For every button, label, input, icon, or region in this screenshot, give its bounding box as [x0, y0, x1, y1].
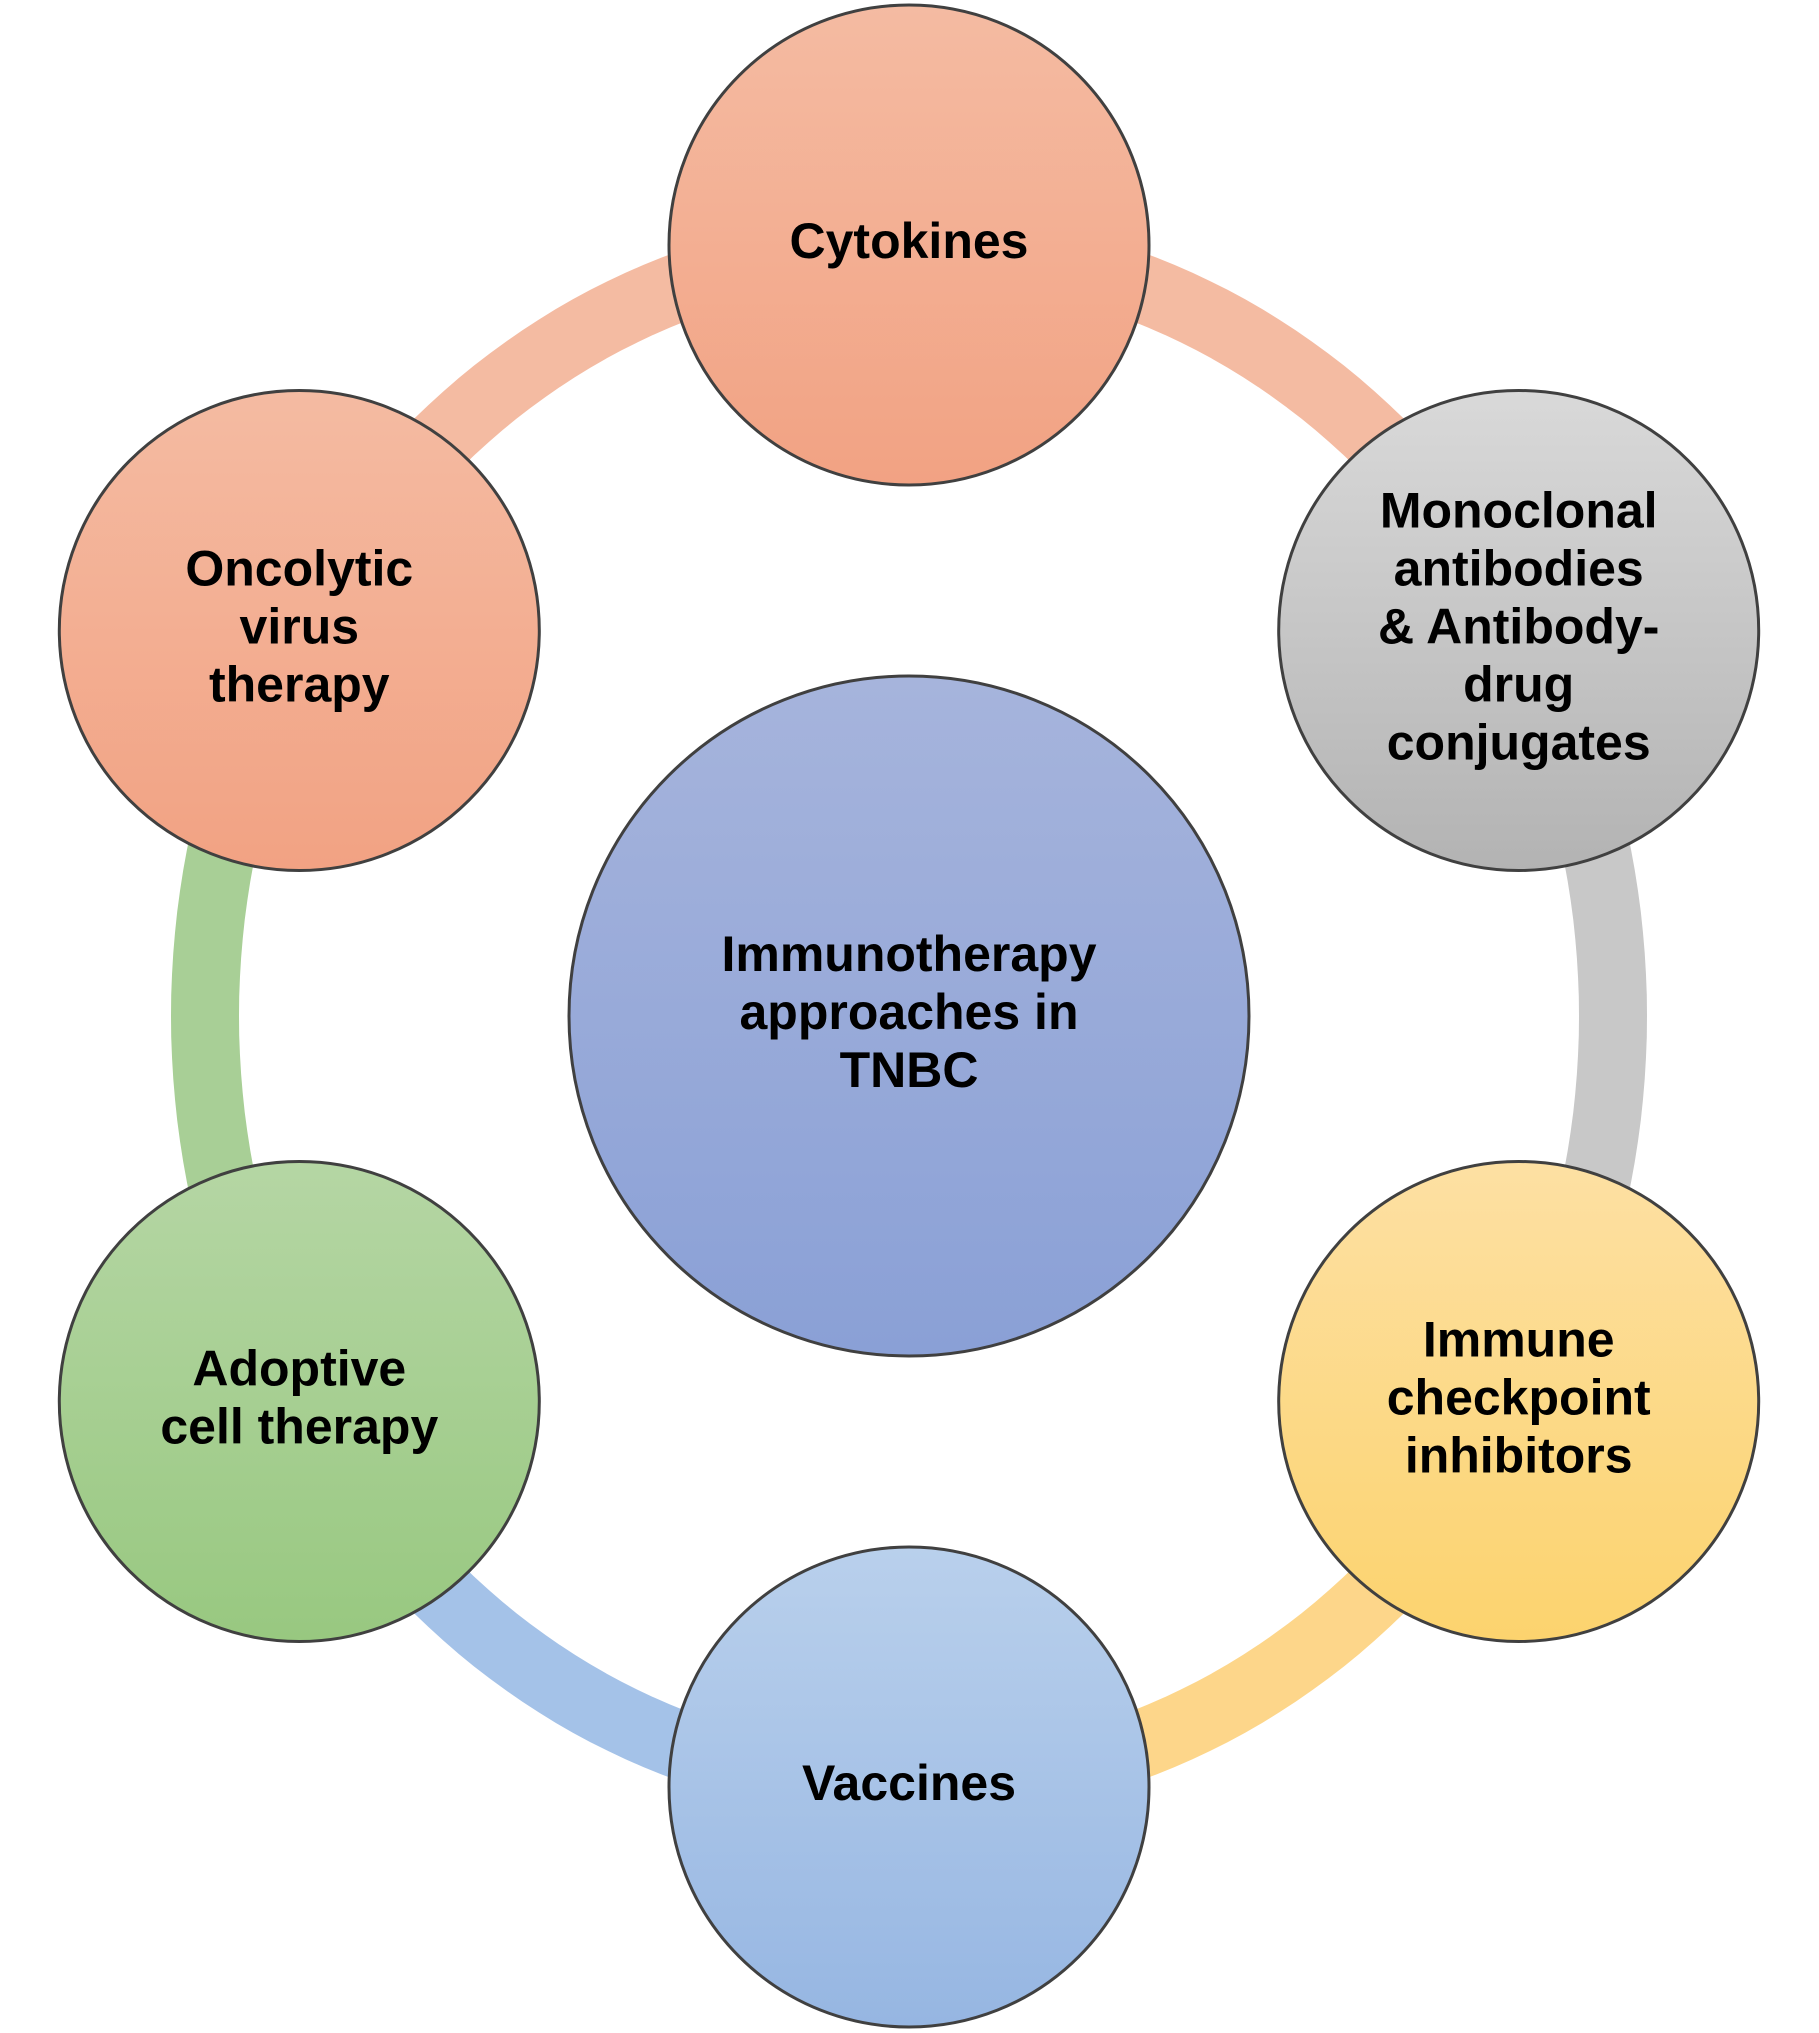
oncolytic-virus-therapy-circle [57, 389, 541, 872]
monoclonal-antibodies-label-line-1: Monoclonal [1380, 483, 1658, 539]
node-cytokines: Cytokines [667, 3, 1151, 487]
immune-checkpoint-inhibitors-label-line-1: Immune [1423, 1312, 1615, 1368]
center-label-line-3: TNBC [840, 1042, 979, 1098]
adoptive-cell-therapy-label-line-1: Adoptive [192, 1341, 406, 1397]
cytokines-label-line-1: Cytokines [790, 213, 1029, 269]
immune-checkpoint-inhibitors-label-line-3: inhibitors [1405, 1428, 1633, 1484]
monoclonal-antibodies-label-line-5: conjugates [1387, 715, 1651, 771]
monoclonal-antibodies-label-line-3: & Antibody- [1378, 599, 1659, 655]
monoclonal-antibodies-label-line-2: antibodies [1394, 541, 1644, 597]
oncolytic-virus-therapy-label-line-1: Oncolytic [185, 541, 413, 597]
monoclonal-antibodies-label-line-4: drug [1463, 657, 1574, 713]
oncolytic-virus-therapy-label-line-3: therapy [209, 657, 390, 713]
immune-checkpoint-inhibitors-circle [1277, 1160, 1761, 1643]
adoptive-cell-therapy-label-line-2: cell therapy [160, 1399, 438, 1455]
vaccines-circle [667, 1545, 1151, 2029]
oncolytic-virus-therapy-label-line-2: virus [240, 599, 360, 655]
vaccines-label-line-1: Vaccines [802, 1755, 1016, 1811]
monoclonal-antibodies-circle [1277, 389, 1761, 872]
center-label-line-2: approaches in [740, 984, 1079, 1040]
center-circle [567, 674, 1251, 1358]
node-vaccines: Vaccines [667, 1545, 1151, 2029]
immune-checkpoint-inhibitors-label-line-2: checkpoint [1387, 1370, 1651, 1426]
adoptive-cell-therapy-circle [57, 1160, 541, 1643]
cytokines-circle [667, 3, 1151, 487]
center-label-line-1: Immunotherapy [721, 926, 1096, 982]
